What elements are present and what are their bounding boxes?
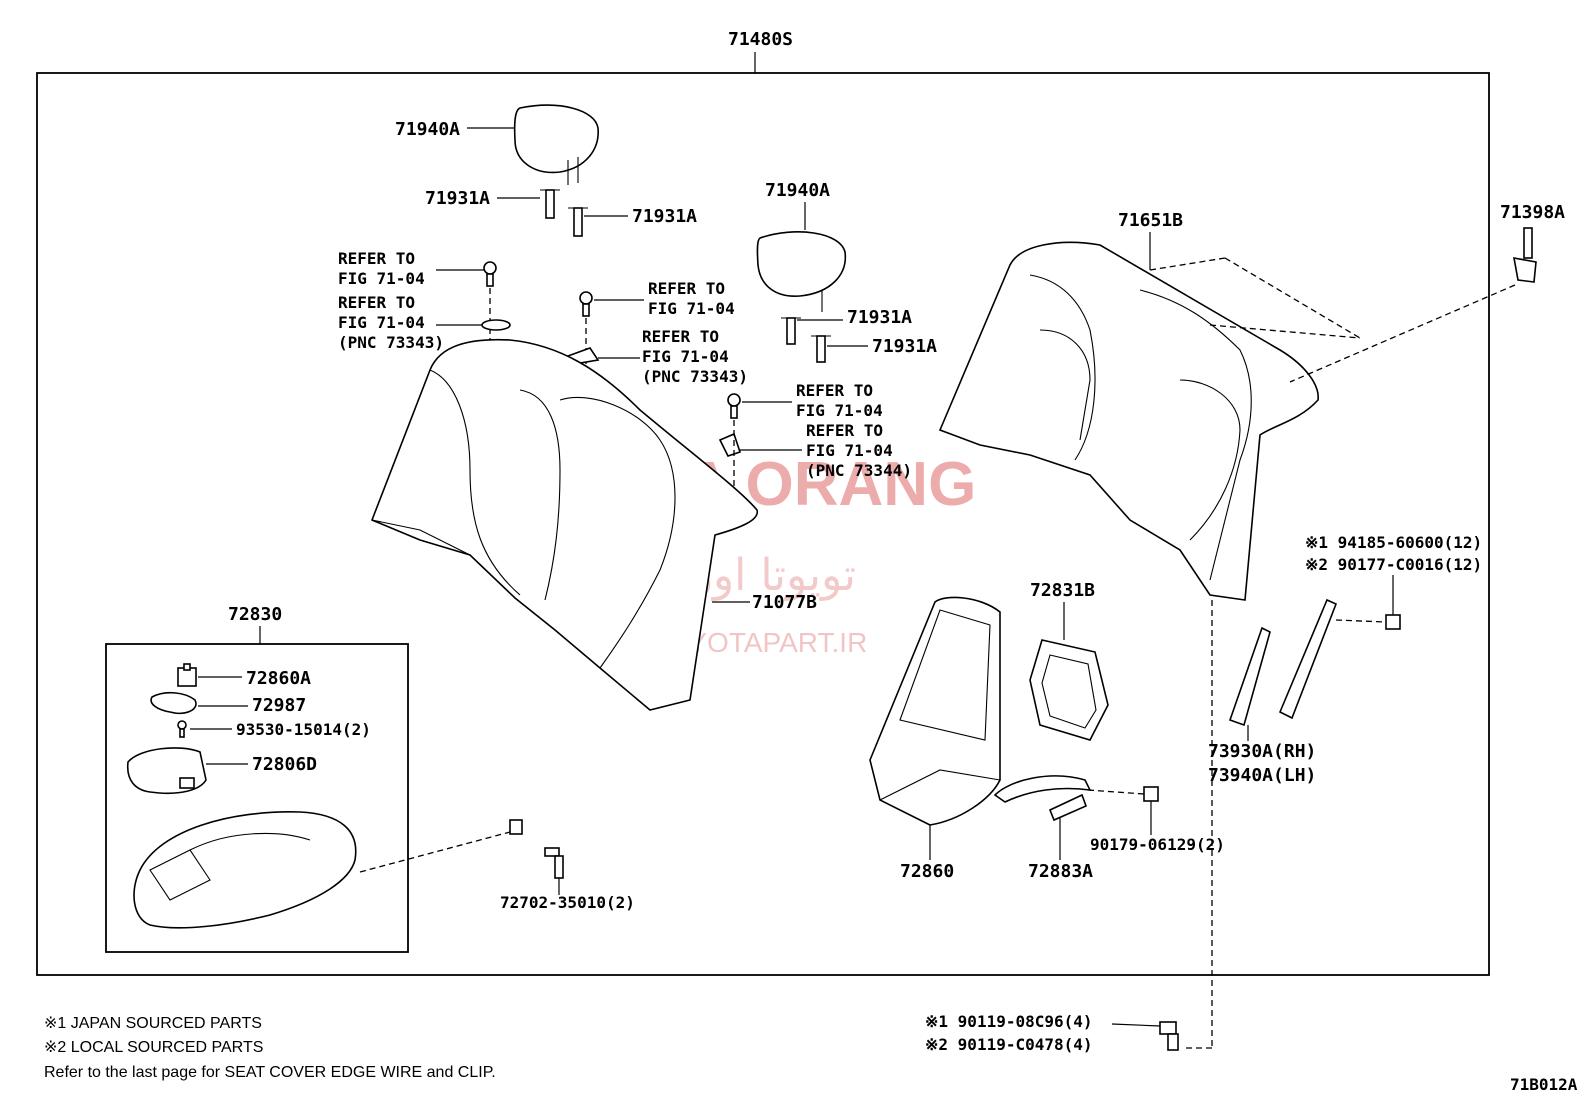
support-pin-b — [568, 207, 588, 237]
clip-drawing — [177, 663, 197, 687]
label-armrest-assy[interactable]: 72830 — [228, 604, 282, 625]
svg-text:FIG 71-04: FIG 71-04 — [642, 347, 729, 366]
support-pin-c — [781, 317, 801, 345]
refer-group-1[interactable]: REFER TO FIG 71-04 — [338, 249, 425, 288]
refer-group-6[interactable]: REFER TO FIG 71-04 (PNC 73344) — [806, 421, 912, 480]
assembly-frame — [36, 72, 1490, 976]
note-local-sourced: ※2 LOCAL SOURCED PARTS — [44, 1039, 263, 1056]
svg-text:REFER TO: REFER TO — [338, 293, 415, 312]
svg-text:REFER TO: REFER TO — [642, 327, 719, 346]
label-support-d[interactable]: 71931A — [872, 336, 937, 357]
label-bolt-jp[interactable]: ※1 90119-08C96(4) — [925, 1012, 1093, 1031]
svg-text:REFER TO: REFER TO — [806, 421, 883, 440]
assembly-part-number[interactable]: 71480S — [728, 29, 793, 50]
label-armrest-box[interactable]: 72831B — [1030, 580, 1095, 601]
label-cushion-cover[interactable]: 71077B — [752, 592, 817, 613]
refer-bracket-2 — [481, 319, 511, 331]
svg-text:(PNC 73344): (PNC 73344) — [806, 461, 912, 480]
screw-small-drawing — [177, 720, 187, 738]
hinge-drawing — [993, 775, 1092, 822]
seatback-frame-drawing — [938, 241, 1319, 601]
label-rh-part[interactable]: 73930A(RH) — [1208, 741, 1316, 762]
label-lh-part[interactable]: 73940A(LH) — [1208, 765, 1316, 786]
nut-jp-drawing — [1385, 614, 1401, 630]
svg-text:REFER TO: REFER TO — [648, 279, 725, 298]
svg-text:FIG 71-04: FIG 71-04 — [796, 401, 883, 420]
refer-bolt-5 — [727, 393, 741, 419]
armrest-body-drawing — [133, 811, 357, 929]
label-support-c[interactable]: 71931A — [847, 307, 912, 328]
armrest-assy-frame — [105, 643, 409, 953]
label-back-cover-frame[interactable]: 71651B — [1118, 210, 1183, 231]
bottom-bolt-drawing — [1159, 1021, 1179, 1051]
cup-holder-drawing — [126, 747, 207, 795]
armrest-cover-drawing — [1029, 639, 1109, 741]
refer-group-5[interactable]: REFER TO FIG 71-04 — [796, 381, 883, 420]
label-hook[interactable]: 71398A — [1500, 202, 1565, 223]
label-support-b[interactable]: 71931A — [632, 206, 697, 227]
refer-group-2[interactable]: REFER TO FIG 71-04 (PNC 73343) — [338, 293, 444, 352]
refer-bracket-6 — [718, 432, 742, 457]
svg-text:(PNC 73343): (PNC 73343) — [338, 333, 444, 352]
label-headrest-center[interactable]: 71940A — [765, 180, 830, 201]
label-support-a[interactable]: 71931A — [425, 188, 490, 209]
svg-text:REFER TO: REFER TO — [338, 249, 415, 268]
svg-text:(PNC 73343): (PNC 73343) — [642, 367, 748, 386]
headrest-upper-drawing — [513, 104, 599, 185]
seatback-cover-drawing — [370, 338, 758, 711]
label-nut-local[interactable]: ※2 90177-C0016(12) — [1305, 555, 1482, 574]
refer-bolt-1 — [483, 261, 497, 287]
svg-text:REFER TO: REFER TO — [796, 381, 873, 400]
label-nut[interactable]: 90179-06129(2) — [1090, 835, 1225, 854]
label-screw-small[interactable]: 93530-15014(2) — [236, 720, 371, 739]
rh-lh-part-drawing — [1228, 598, 1338, 727]
refer-bolt-3 — [579, 291, 593, 317]
armrest-screw-drawing — [544, 847, 564, 879]
refer-group-4[interactable]: REFER TO FIG 71-04 (PNC 73343) — [642, 327, 748, 386]
note-seat-cover: Refer to the last page for SEAT COVER ED… — [44, 1064, 496, 1081]
label-armrest-lid[interactable]: 72860 — [900, 861, 954, 882]
nut-drawing — [1143, 786, 1159, 802]
label-screw-armrest[interactable]: 72702-35010(2) — [500, 893, 635, 912]
label-bolt-local[interactable]: ※2 90119-C0478(4) — [925, 1035, 1093, 1054]
svg-text:FIG 71-04: FIG 71-04 — [338, 269, 425, 288]
headrest-center-drawing — [756, 231, 847, 312]
armrest-nut-drawing — [509, 819, 523, 835]
label-headrest-upper[interactable]: 71940A — [395, 119, 460, 140]
note-japan-sourced: ※1 JAPAN SOURCED PARTS — [44, 1015, 262, 1032]
svg-text:FIG 71-04: FIG 71-04 — [338, 313, 425, 332]
label-hinge[interactable]: 72883A — [1028, 861, 1093, 882]
support-pin-a — [540, 189, 560, 219]
label-pad[interactable]: 72987 — [252, 695, 306, 716]
label-cup-holder[interactable]: 72806D — [252, 754, 317, 775]
label-clip[interactable]: 72860A — [246, 668, 311, 689]
armrest-box-drawing — [869, 596, 1001, 826]
support-pin-d — [811, 335, 831, 363]
label-nut-jp[interactable]: ※1 94185-60600(12) — [1305, 533, 1482, 552]
svg-text:FIG 71-04: FIG 71-04 — [806, 441, 893, 460]
figure-code: 71B012A — [1510, 1075, 1578, 1094]
hook-drawing — [1513, 227, 1537, 283]
svg-text:FIG 71-04: FIG 71-04 — [648, 299, 735, 318]
refer-group-3[interactable]: REFER TO FIG 71-04 — [648, 279, 735, 318]
pad-drawing — [150, 691, 197, 715]
